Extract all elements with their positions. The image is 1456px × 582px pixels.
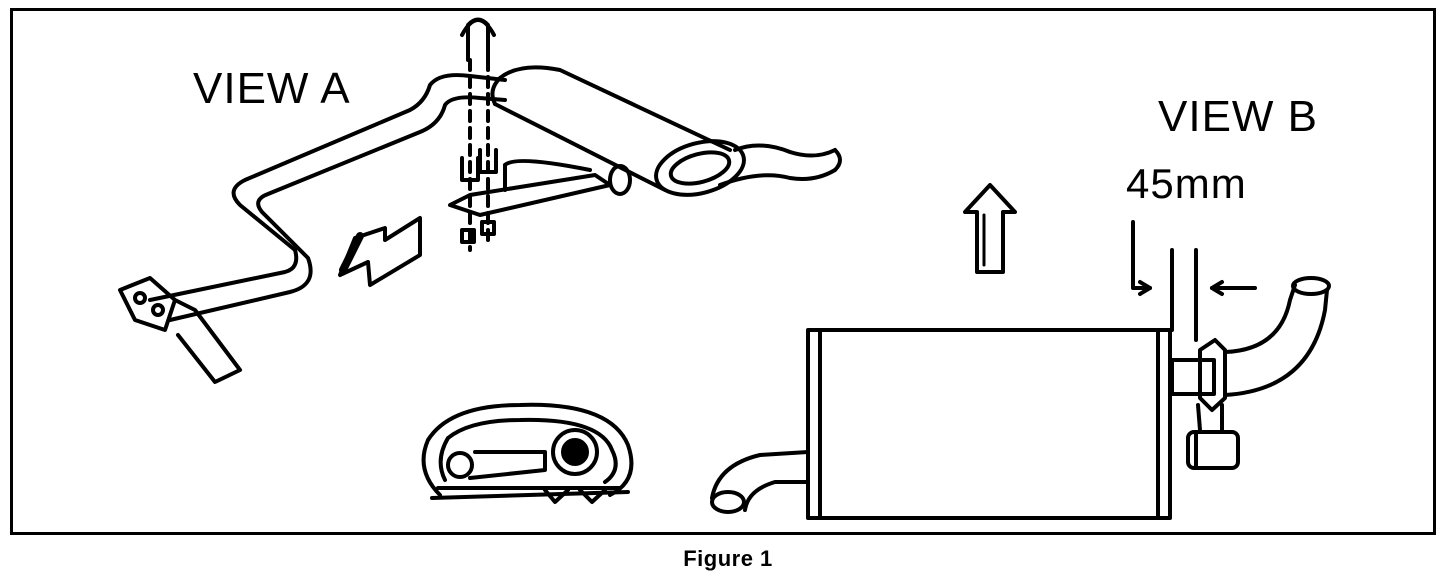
view-b-label: VIEW B	[1158, 92, 1319, 141]
dimension-45mm-marker	[1131, 220, 1257, 342]
view-a-exhaust-assembly	[118, 17, 842, 384]
figure-frame	[10, 8, 1436, 535]
view-b-up-arrow-icon	[963, 183, 1017, 274]
dimension-label: 45mm	[1126, 160, 1247, 207]
view-a-direction-arrow-icon	[338, 216, 422, 287]
view-a-label: VIEW A	[193, 64, 351, 113]
silencer-end-view-detail	[421, 402, 634, 504]
figure-caption: Figure 1	[683, 546, 773, 571]
view-b-silencer	[710, 276, 1331, 520]
